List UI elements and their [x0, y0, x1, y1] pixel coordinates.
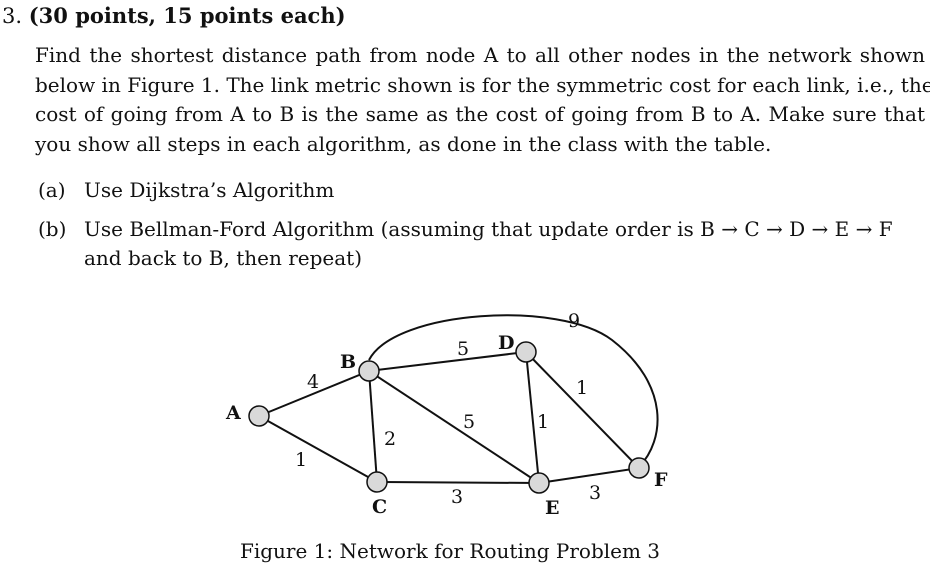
edge-cost-b-c: 2	[384, 428, 396, 450]
node-label-e: E	[545, 497, 559, 519]
edge-cost-e-f: 3	[589, 482, 601, 504]
node-e	[528, 472, 550, 494]
part-b-label: (b)	[38, 216, 67, 241]
edge-cost-c-e: 3	[451, 486, 463, 508]
node-a	[248, 405, 270, 427]
edge-b-c	[368, 370, 378, 483]
node-label-b: B	[340, 351, 356, 373]
figure-caption: Figure 1: Network for Routing Problem 3	[239, 539, 661, 563]
problem-statement: Find the shortest distance path from nod…	[35, 41, 930, 159]
statement-line: Find the shortest distance path from nod…	[35, 43, 925, 67]
part-b: (b) Use Bellman-Ford Algorithm (assuming…	[38, 215, 928, 274]
problem-header: 3. (30 points, 15 points each)	[2, 2, 346, 30]
edge-cost-a-c: 1	[295, 449, 307, 471]
node-f	[628, 457, 650, 479]
statement-line: cost of going from A to B is the same as…	[35, 102, 925, 126]
edge-cost-d-e: 1	[537, 411, 549, 433]
edge-cost-d-f: 1	[576, 377, 588, 399]
part-a-label: (a)	[38, 178, 66, 202]
part-b-text-line-2: and back to B, then repeat)	[84, 246, 363, 270]
edge-e-f	[538, 467, 640, 484]
statement-line: you show all steps in each algorithm, as…	[35, 131, 772, 156]
statement-line: below in Figure 1. The link metric shown…	[35, 72, 930, 97]
edge-cost-a-b: 4	[307, 371, 319, 393]
edge-cost-b-e: 5	[463, 411, 475, 433]
edge-a-b	[258, 370, 370, 417]
part-b-text-line-1: Use Bellman-Ford Algorithm (assuming tha…	[84, 216, 893, 241]
node-label-c: C	[372, 496, 387, 518]
node-d	[515, 341, 537, 363]
edge-b-f	[368, 314, 659, 468]
node-c	[366, 471, 388, 493]
edge-d-e	[525, 351, 540, 484]
part-a-text: Use Dijkstra’s Algorithm	[84, 178, 335, 202]
edge-a-c	[258, 415, 378, 483]
problem-points: (30 points, 15 points each)	[28, 3, 346, 28]
node-b	[358, 360, 380, 382]
edge-b-d	[368, 351, 527, 372]
edge-c-e	[376, 481, 540, 484]
problem-number: 3.	[2, 4, 23, 28]
node-label-f: F	[654, 469, 668, 491]
edge-b-e	[368, 370, 540, 484]
problem-parts: (a) Use Dijkstra’s Algorithm (b) Use Bel…	[38, 176, 928, 283]
node-label-a: A	[225, 402, 241, 424]
edge-cost-b-f: 9	[568, 310, 580, 332]
edge-cost-b-d: 5	[457, 338, 469, 360]
part-a: (a) Use Dijkstra’s Algorithm	[38, 176, 928, 206]
edge-d-f	[525, 351, 640, 469]
node-label-d: D	[498, 332, 514, 354]
